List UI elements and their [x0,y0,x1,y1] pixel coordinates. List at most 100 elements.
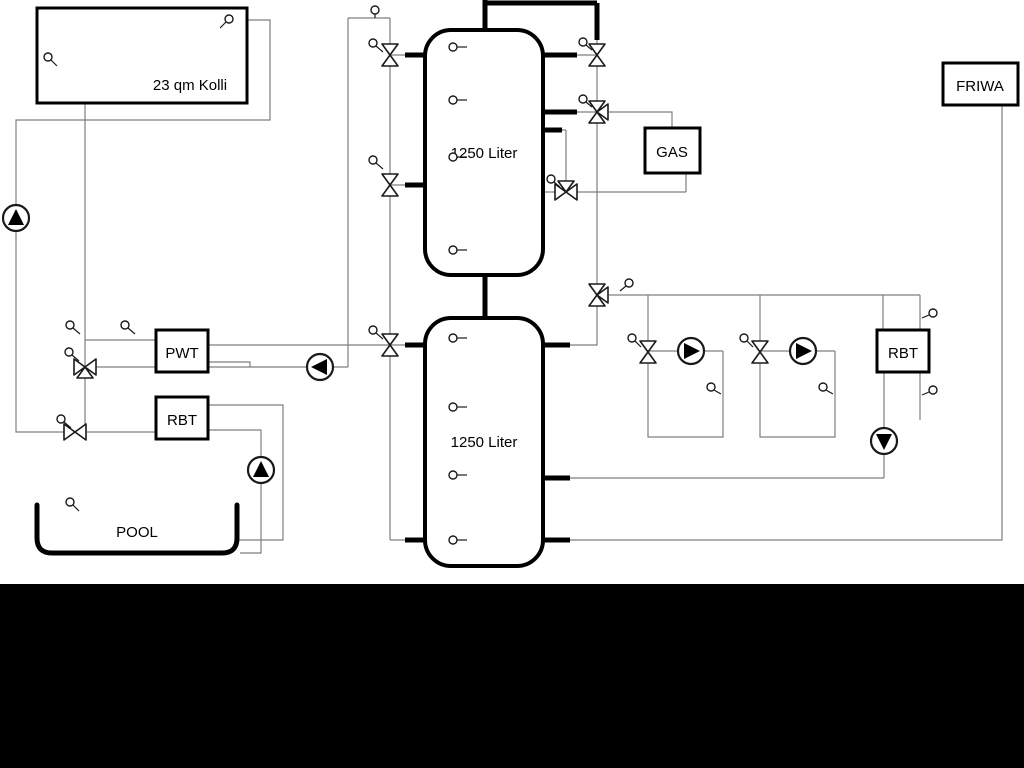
temp-sensor-icon [219,14,234,29]
valves [63,43,769,441]
pipe-run [390,54,405,541]
pump-arrow-right [684,343,700,359]
temp-sensor-icon [448,245,467,255]
temp-sensor-icon [818,382,834,395]
buffer-tank-top: 1250 Liter [423,28,545,277]
pump-friwa [869,426,899,456]
temp-sensor-icon [921,385,938,396]
valve-icon [639,340,657,364]
temp-sensor-icon [706,382,722,395]
solar-collector: 23 qm Kolli [35,6,249,105]
pump-heating-2 [788,336,818,366]
temp-sensor-icon [448,402,467,412]
buffer-tank-top-body [423,28,545,277]
pump-heating-1 [676,336,706,366]
rbt-right: RBT [875,328,931,374]
temp-sensor-icon [368,155,384,170]
pwt-label: PWT [165,345,198,362]
valve-icon [751,340,769,364]
pwt-box [154,328,210,374]
gas-boiler-box [643,126,702,175]
rbt-left-box [154,395,210,441]
pool-basin [34,502,240,556]
pump-charge [305,352,335,382]
pipe-run [543,129,687,193]
valve-icon [63,423,87,441]
temp-sensor-icon [448,535,467,545]
pipe-run [609,111,673,128]
tank-ports-left [405,52,425,543]
temp-sensor-icon [619,278,634,292]
temp-sensor-icon [43,52,58,67]
pump-arrow-down [876,434,892,450]
tank1-ports-right [543,52,577,133]
gas-boiler-label: GAS [656,144,688,161]
pipe-run [208,404,284,541]
gas-boiler: GAS [643,126,702,175]
thick-pipes [405,0,600,543]
pump-solar [1,203,31,233]
valve-icon [381,333,399,357]
temp-sensor-icon [65,320,81,335]
temp-sensor-icon [120,320,136,335]
temp-sensor-icon [739,333,754,348]
pipe-run [647,295,724,438]
temp-sensor-icon [56,414,72,429]
rbt-right-label: RBT [888,345,918,362]
pool: POOL [34,502,240,556]
pipe-run [208,429,262,554]
temp-sensors [43,5,938,545]
temp-sensor-icon [370,5,380,18]
valve-icon [381,173,399,197]
rbt-right-box [875,328,931,374]
temp-sensor-icon [368,325,384,340]
pump-arrow-up [8,209,24,225]
temp-sensor-icon [921,308,938,319]
heat-exchanger-pwt: PWT [154,328,210,374]
valve-icon [588,43,606,67]
temp-sensor-icon [448,42,467,52]
friwa-box [941,61,1020,107]
three-way-valve-icon [588,283,609,307]
temp-sensor-icon [448,470,467,480]
buffer-tank-top-label: 1250 Liter [451,145,518,162]
pump-arrow-left [311,359,327,375]
buffer-tank-bottom-body [423,316,545,568]
pipe-run [570,105,1003,541]
three-way-valve-icon [73,358,97,379]
pump-pool [246,455,276,485]
buffer-tank-bottom: 1250 Liter [423,316,545,568]
rbt-left: RBT [154,395,210,441]
temp-sensor-icon [627,333,642,348]
buffer-tank-bottom-label: 1250 Liter [451,434,518,451]
temp-sensor-icon [368,38,384,53]
pipe-network [15,17,1003,554]
temp-sensor-icon [546,174,561,188]
pool-label: POOL [116,524,158,541]
temp-sensor-icon [64,347,80,362]
temp-sensor-icon [578,37,593,51]
pipe-run [570,40,598,346]
temp-sensor-icon [65,497,80,512]
letterbox-bottom [0,584,1024,768]
temp-sensor-icon [448,95,467,105]
three-way-valve-icon [554,180,578,201]
friwa-station: FRIWA [941,61,1020,107]
pipe-run [577,54,597,113]
solar-collector-label: 23 qm Kolli [153,77,227,94]
rbt-left-label: RBT [167,412,197,429]
temp-sensor-icon [578,94,593,108]
friwa-label: FRIWA [956,78,1004,95]
pipe-run [208,361,251,367]
pipe-run [15,19,271,433]
pump-arrow-right [796,343,812,359]
three-way-valve-icon [588,100,609,124]
temp-sensor-icon [448,152,467,162]
valve-icon [381,43,399,67]
pipe-run [759,295,836,438]
pump-arrow-up [253,461,269,477]
solar-collector-box [35,6,249,105]
temp-sensor-icon [448,333,467,343]
pumps [1,203,899,485]
